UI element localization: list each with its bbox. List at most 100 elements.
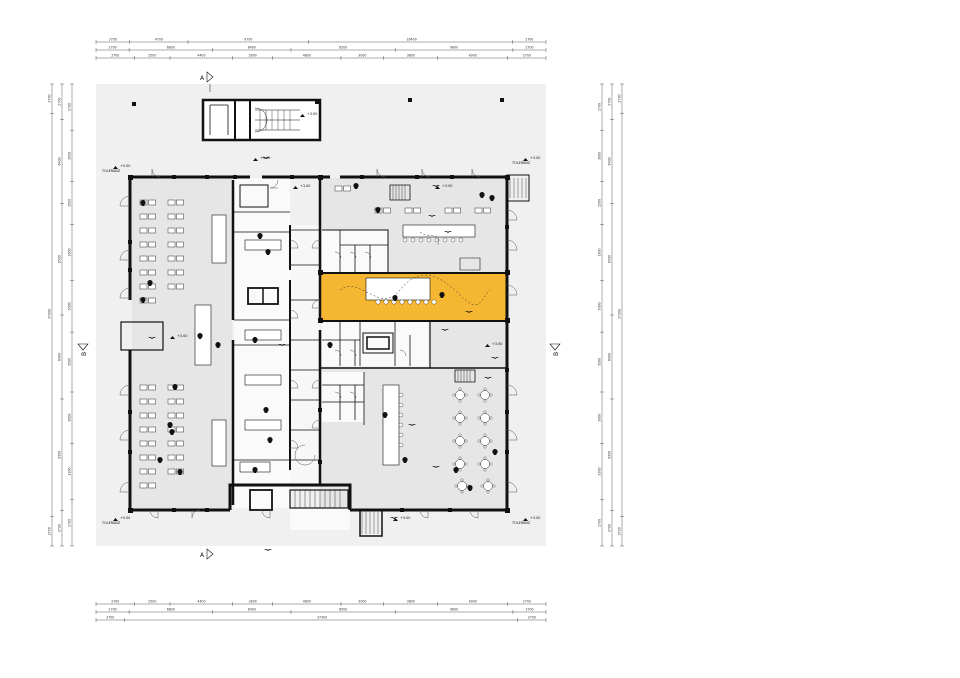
dimension-value: 2700 bbox=[525, 608, 533, 612]
section-a-label-top: A bbox=[200, 75, 205, 82]
dimension-value: 3300 bbox=[598, 248, 602, 256]
dimension-value: 37300 bbox=[317, 616, 327, 620]
dimension-value: 4900 bbox=[469, 54, 477, 58]
dimension-value: 3000 bbox=[68, 302, 72, 310]
dimension-value: 3500 bbox=[598, 358, 602, 366]
level-lobby: +3.00 bbox=[253, 156, 270, 161]
dimension-value: 2700 bbox=[523, 600, 531, 604]
level-top-left-note: TOLERANZ bbox=[101, 169, 121, 173]
dimension-value: 9600 bbox=[450, 608, 458, 612]
level-top-right-note: TOLERANZ bbox=[511, 161, 531, 165]
section-a-label-bottom: A bbox=[200, 552, 205, 559]
dimension-value: 6400 bbox=[248, 46, 256, 50]
mid-right-hall bbox=[430, 320, 506, 368]
dimension-value: 6800 bbox=[167, 46, 175, 50]
dimension-value: 3000 bbox=[598, 302, 602, 310]
building bbox=[119, 98, 530, 551]
dimension-value: 2700 bbox=[111, 54, 119, 58]
dimension-value: 9700 bbox=[244, 38, 252, 42]
dimension-value: 8500 bbox=[339, 46, 347, 50]
dimension-value: 3300 bbox=[68, 248, 72, 256]
section-b-label-left: B bbox=[81, 352, 88, 356]
dimension-value: 3000 bbox=[68, 152, 72, 160]
dimension-value: 2700 bbox=[598, 103, 602, 111]
dimension-value: 6400 bbox=[248, 608, 256, 612]
level-bottom-left-note: TOLERANZ bbox=[101, 521, 121, 525]
dimension-value: 2700 bbox=[48, 94, 52, 102]
level-corridor-top: +3.00 bbox=[293, 184, 310, 189]
dimension-value: 2500 bbox=[68, 199, 72, 207]
dimension-value: 2500 bbox=[148, 54, 156, 58]
central-corridor bbox=[234, 178, 290, 508]
dimension-value: 2700 bbox=[58, 98, 62, 106]
dimension-value: 3300 bbox=[68, 467, 72, 475]
dimension-value: 3500 bbox=[68, 358, 72, 366]
level-bottom-right-value: +3.00 bbox=[530, 516, 540, 520]
dimension-value: 4400 bbox=[197, 600, 205, 604]
dimension-value: 6400 bbox=[608, 353, 612, 361]
dimension-value: 2700 bbox=[68, 519, 72, 527]
dimension-value: 3000 bbox=[68, 414, 72, 422]
dimension-value: 2700 bbox=[608, 98, 612, 106]
dimension-value: 8500 bbox=[339, 608, 347, 612]
section-marker-a-bottom: A bbox=[200, 548, 214, 560]
level-top-right-value: +3.00 bbox=[530, 156, 540, 160]
section-marker-b-right: B bbox=[549, 343, 561, 356]
dimension-value: 2500 bbox=[148, 600, 156, 604]
dimension-value: 2700 bbox=[106, 616, 114, 620]
section-b-label-right: B bbox=[553, 352, 560, 356]
dimension-value: 16400 bbox=[407, 38, 417, 42]
level-stair-top: +3.00 bbox=[300, 112, 317, 117]
section-marker-a-top: A bbox=[200, 71, 214, 92]
level-hall-top-value: +3.00 bbox=[442, 184, 452, 188]
dimension-value: 2700 bbox=[58, 524, 62, 532]
level-bottom-entry-value: +3.00 bbox=[400, 516, 410, 520]
level-bottom-right-note: TOLERANZ bbox=[511, 521, 531, 525]
dimension-value: 2700 bbox=[598, 519, 602, 527]
dimension-value: 4400 bbox=[197, 54, 205, 58]
dimension-value: 6800 bbox=[167, 608, 175, 612]
dimension-value: 8500 bbox=[58, 255, 62, 263]
level-lobby-value: +3.00 bbox=[260, 156, 270, 160]
dimension-value: 2700 bbox=[109, 608, 117, 612]
section-marker-b-left: B bbox=[77, 343, 89, 356]
core-services bbox=[290, 225, 320, 485]
dimension-value: 2500 bbox=[598, 199, 602, 207]
dimension-value: 8500 bbox=[608, 255, 612, 263]
dimension-value: 3000 bbox=[598, 414, 602, 422]
level-bottom-left-value: +0.00 bbox=[120, 516, 130, 520]
level-right-center-value: +3.00 bbox=[492, 342, 502, 346]
dimension-value: 4900 bbox=[469, 600, 477, 604]
dimension-value: 6400 bbox=[58, 353, 62, 361]
dimension-value: 2700 bbox=[525, 46, 533, 50]
level-stair-top-value: +3.00 bbox=[307, 112, 317, 116]
dimension-value: 2700 bbox=[523, 54, 531, 58]
dimension-value: 3800 bbox=[407, 600, 415, 604]
level-hall-top: +3.00 bbox=[435, 184, 452, 189]
dimension-value: 8500 bbox=[608, 451, 612, 459]
dimension-value: 2700 bbox=[618, 527, 622, 535]
dimension-value: 3300 bbox=[598, 467, 602, 475]
level-left-center-value: +3.00 bbox=[177, 334, 187, 338]
dimension-value: 2700 bbox=[48, 527, 52, 535]
dimension-value: 2700 bbox=[68, 103, 72, 111]
dimension-value: 6400 bbox=[608, 157, 612, 165]
dimension-value: 2700 bbox=[528, 616, 536, 620]
toilet-block-low bbox=[322, 372, 364, 422]
dimension-value: 2700 bbox=[109, 46, 117, 50]
dimension-value: 2700 bbox=[109, 38, 117, 42]
dimension-value: 2700 bbox=[608, 524, 612, 532]
dimension-value: 37300 bbox=[48, 309, 52, 319]
bottom-entry bbox=[290, 508, 350, 530]
dimension-value: 3000 bbox=[358, 54, 366, 58]
dimension-value: 8500 bbox=[58, 451, 62, 459]
level-top-left-value: +0.00 bbox=[120, 164, 130, 168]
dimension-value: 2800 bbox=[249, 600, 257, 604]
dimension-value: 2700 bbox=[525, 38, 533, 42]
dimension-value: 37300 bbox=[618, 309, 622, 319]
